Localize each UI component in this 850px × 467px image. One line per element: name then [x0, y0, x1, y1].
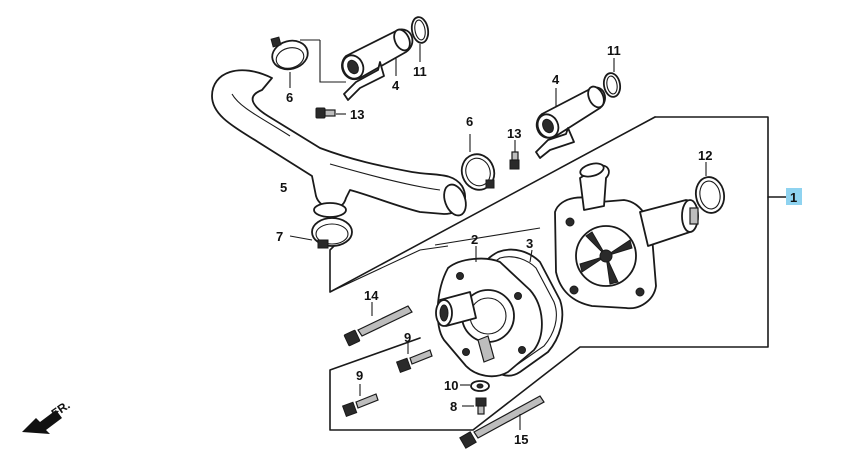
label-part-11-middle[interactable]: 11	[607, 43, 621, 58]
label-part-13-upper[interactable]: 13	[350, 107, 364, 122]
hose-clamp-part-6-middle	[460, 134, 496, 191]
label-part-5[interactable]: 5	[280, 180, 287, 195]
bolt-part-9-lower	[341, 384, 379, 417]
bolt-part-13-middle	[509, 140, 520, 170]
label-part-11-upper[interactable]: 11	[413, 64, 427, 79]
hose-part-5	[211, 69, 467, 218]
o-ring-part-12	[694, 162, 726, 214]
label-part-12[interactable]: 12	[698, 148, 712, 163]
bolt-part-9-upper	[395, 342, 433, 373]
label-part-4-middle[interactable]: 4	[552, 72, 560, 87]
label-part-2[interactable]: 2	[471, 232, 478, 247]
front-direction-arrow-icon: FR.	[22, 398, 73, 434]
pump-cover-part-2	[435, 246, 543, 378]
hose-clamp-part-7	[289, 217, 353, 249]
washer-part-10	[460, 380, 490, 392]
part-1-highlight	[786, 188, 802, 205]
water-pump-part-1	[554, 162, 699, 310]
label-part-4-upper[interactable]: 4	[392, 78, 400, 93]
label-part-10[interactable]: 10	[444, 378, 458, 393]
o-ring-part-11-middle	[602, 58, 622, 98]
hose-clamp-part-6-upper	[270, 36, 309, 88]
label-part-7[interactable]: 7	[276, 229, 283, 244]
bolt-part-15	[459, 395, 545, 449]
label-part-15[interactable]: 15	[514, 432, 528, 447]
label-part-8[interactable]: 8	[450, 399, 457, 414]
label-part-14[interactable]: 14	[364, 288, 379, 303]
label-part-9-upper[interactable]: 9	[404, 330, 411, 345]
label-part-1[interactable]: 1	[790, 190, 797, 205]
bolt-part-13-upper	[315, 107, 346, 119]
label-part-9-lower[interactable]: 9	[356, 368, 363, 383]
label-part-13-middle[interactable]: 13	[507, 126, 521, 141]
pipe-part-4-upper	[300, 28, 414, 101]
part-labels: 1 2 3 4 4 5 6 6 7 8 9 9 10 11 11 12 13 1…	[276, 43, 797, 447]
o-ring-part-11-upper	[410, 16, 430, 62]
label-part-6-middle[interactable]: 6	[466, 114, 473, 129]
bolt-part-14	[343, 302, 413, 347]
label-part-6-upper[interactable]: 6	[286, 90, 293, 105]
drain-bolt-part-8	[462, 397, 487, 415]
label-part-3[interactable]: 3	[526, 236, 533, 251]
pipe-part-4-middle	[535, 85, 606, 159]
